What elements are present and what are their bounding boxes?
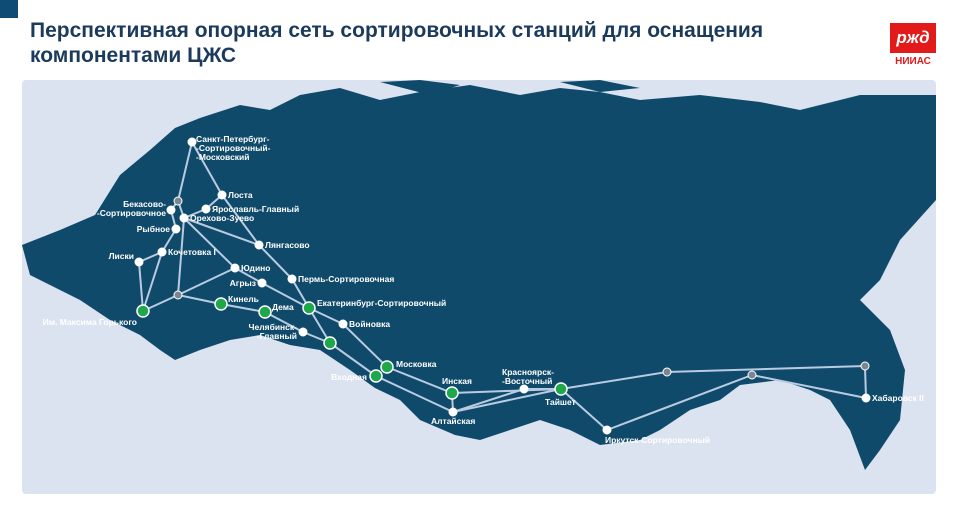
station-label: Екатеринбург-Сортировочный <box>317 298 446 308</box>
station-label: Лиски <box>109 251 134 261</box>
equipped-station-node[interactable] <box>302 301 316 315</box>
rail-line <box>666 365 866 373</box>
rail-line <box>606 374 753 431</box>
rail-line <box>220 303 266 313</box>
equipped-station-node[interactable] <box>258 305 272 319</box>
russia-landmass <box>22 85 936 470</box>
rail-line <box>183 217 236 269</box>
rail-line <box>452 388 525 413</box>
rail-line <box>142 251 163 312</box>
logo-subtitle: НИИАС <box>895 56 931 67</box>
rail-line <box>258 244 293 280</box>
rail-line <box>386 366 453 394</box>
rail-line <box>864 365 867 399</box>
station-label: Юдино <box>241 263 271 273</box>
station-node[interactable] <box>861 393 871 403</box>
station-label: Пермь-Сортировочная <box>298 274 394 284</box>
equipped-station-node[interactable] <box>323 336 337 350</box>
station-label: Рыбное <box>137 224 171 234</box>
rail-line <box>261 282 310 309</box>
equipped-station-node[interactable] <box>136 304 150 318</box>
station-node[interactable] <box>287 274 297 284</box>
corner-accent <box>0 0 18 18</box>
network-map: Санкт-Петербург--Сортировочный--Московск… <box>22 80 936 494</box>
station-node[interactable] <box>171 224 181 234</box>
station-node[interactable] <box>230 263 240 273</box>
station-label: Входная <box>331 372 367 382</box>
junction-node[interactable] <box>173 290 183 300</box>
station-label: Кочетовка I <box>168 247 216 257</box>
equipped-station-node[interactable] <box>554 382 568 396</box>
station-node[interactable] <box>157 247 167 257</box>
station-node[interactable] <box>448 407 458 417</box>
equipped-station-node[interactable] <box>214 297 228 311</box>
rail-line <box>560 388 608 431</box>
station-node[interactable] <box>298 327 308 337</box>
rail-line <box>329 342 377 377</box>
rail-line <box>177 294 222 305</box>
station-node[interactable] <box>217 190 227 200</box>
junction-node[interactable] <box>747 370 757 380</box>
rail-line <box>177 217 185 296</box>
junction-node[interactable] <box>173 196 183 206</box>
rail-line <box>177 267 236 296</box>
station-label: Кинель <box>228 294 259 304</box>
station-node[interactable] <box>254 240 264 250</box>
rail-line <box>560 371 668 390</box>
station-label: Лянгасово <box>265 240 310 250</box>
station-node[interactable] <box>519 384 529 394</box>
rail-line <box>221 194 260 246</box>
station-node[interactable] <box>179 213 189 223</box>
station-label: Инская <box>442 376 472 386</box>
junction-node[interactable] <box>662 367 672 377</box>
rail-line <box>234 267 263 284</box>
station-node[interactable] <box>134 257 144 267</box>
station-label: Хабаровск II <box>872 393 924 403</box>
station-label: Войновка <box>349 319 390 329</box>
rail-line <box>751 374 867 399</box>
station-label: Агрыз <box>230 278 256 288</box>
rail-line <box>264 311 304 333</box>
station-node[interactable] <box>602 425 612 435</box>
northern-islands <box>380 80 640 95</box>
equipped-station-node[interactable] <box>445 386 459 400</box>
station-label: Ярославль-Главный <box>212 204 299 214</box>
equipped-station-node[interactable] <box>369 369 383 383</box>
station-label: Орехово-Зуево <box>190 213 254 223</box>
junction-node[interactable] <box>860 361 870 371</box>
rail-line <box>191 141 223 196</box>
equipped-station-node[interactable] <box>380 360 394 374</box>
page-title: Перспективная опорная сеть сортировочных… <box>30 19 764 67</box>
station-label: Санкт-Петербург--Сортировочный--Московск… <box>196 134 271 162</box>
station-label: Иркутск-Сортировочный <box>605 435 710 445</box>
rail-line <box>308 307 331 344</box>
station-node[interactable] <box>338 319 348 329</box>
rzd-logo: ржд <box>890 23 936 53</box>
station-label: Дема <box>272 302 294 312</box>
rail-line <box>342 323 388 368</box>
rail-line <box>375 375 454 413</box>
station-label: Московка <box>396 359 437 369</box>
rail-line <box>183 217 260 246</box>
station-node[interactable] <box>187 137 197 147</box>
station-label: Им. Максима Горького <box>43 317 137 327</box>
station-node[interactable] <box>166 205 176 215</box>
rail-line <box>452 388 562 413</box>
station-label: Алтайская <box>431 416 475 426</box>
station-label: Красноярск--Восточный <box>502 367 554 386</box>
station-label: Бекасово--Сортировочное <box>97 199 166 218</box>
station-node[interactable] <box>257 278 267 288</box>
station-label: Челябинск--Главный <box>249 322 298 341</box>
rail-line <box>177 141 193 202</box>
station-node[interactable] <box>201 204 211 214</box>
rail-line <box>138 261 144 312</box>
map-svg: Санкт-Петербург--Сортировочный--Московск… <box>22 80 936 470</box>
station-label: Лоста <box>228 190 253 200</box>
station-label: Тайшет <box>545 397 576 407</box>
